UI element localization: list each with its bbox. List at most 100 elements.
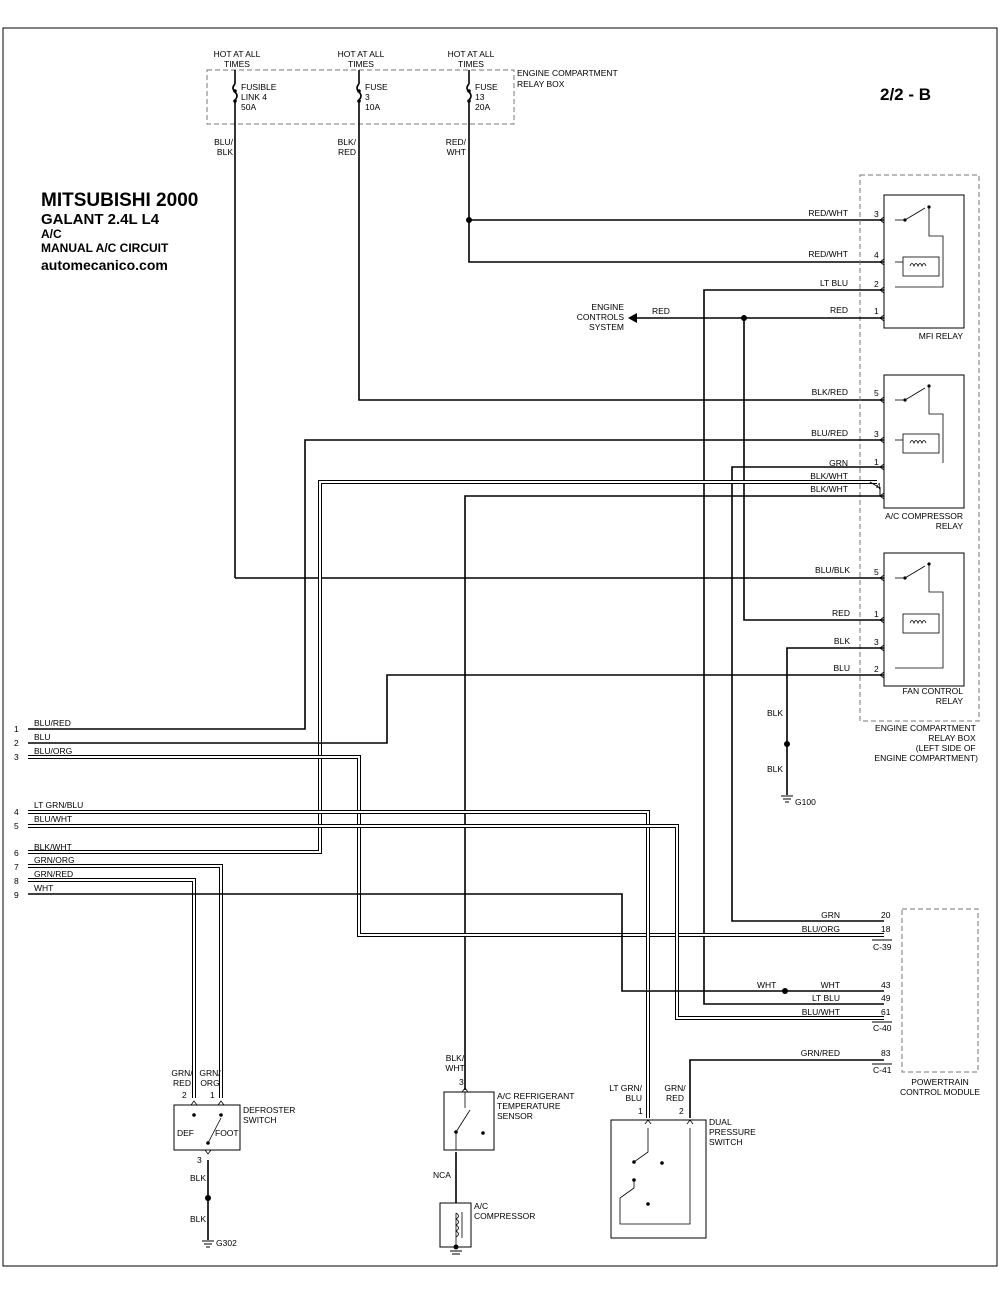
svg-text:61: 61: [881, 1007, 891, 1017]
title-circuit: MANUAL A/C CIRCUIT: [41, 241, 169, 255]
svg-text:3: 3: [874, 209, 879, 219]
svg-text:20: 20: [881, 910, 891, 920]
svg-text:GRN/RED: GRN/RED: [34, 869, 73, 879]
svg-text:49: 49: [881, 993, 891, 1003]
svg-text:2: 2: [874, 279, 879, 289]
svg-text:LT GRN/BLU: LT GRN/BLU: [34, 800, 83, 810]
svg-text:BLK: BLK: [190, 1173, 206, 1183]
diagram-frame: [2, 27, 998, 1267]
svg-text:BLU/ORG: BLU/ORG: [802, 924, 840, 934]
svg-text:RED: RED: [832, 608, 850, 618]
svg-text:1: 1: [210, 1090, 215, 1100]
svg-text:4: 4: [876, 481, 881, 491]
svg-text:RED/WHT: RED/WHT: [446, 137, 467, 157]
svg-text:3: 3: [874, 637, 879, 647]
top-relay-box-outline: [206, 69, 515, 125]
svg-text:BLK/WHT: BLK/WHT: [34, 842, 72, 852]
svg-text:GRN/ORG: GRN/ORG: [199, 1068, 221, 1088]
svg-text:C-39: C-39: [873, 942, 892, 952]
svg-text:1: 1: [874, 609, 879, 619]
svg-text:1: 1: [874, 457, 879, 467]
svg-text:LT GRN/BLU: LT GRN/BLU: [609, 1083, 642, 1103]
svg-text:GRN/RED: GRN/RED: [664, 1083, 686, 1103]
svg-text:G302: G302: [216, 1238, 237, 1248]
svg-text:MFI RELAY: MFI RELAY: [919, 331, 964, 341]
svg-text:BLK: BLK: [767, 708, 783, 718]
svg-text:C-40: C-40: [873, 1023, 892, 1033]
svg-text:WHT: WHT: [34, 883, 53, 893]
svg-text:BLU/WHT: BLU/WHT: [802, 1007, 840, 1017]
svg-text:GRN/RED: GRN/RED: [801, 1048, 840, 1058]
title-system: A/C: [41, 227, 62, 241]
svg-text:3: 3: [459, 1077, 464, 1087]
svg-text:BLK: BLK: [767, 764, 783, 774]
svg-text:RED: RED: [652, 306, 670, 316]
ground-g100: BLK BLK G100: [767, 708, 816, 807]
svg-text:BLK/WHT: BLK/WHT: [810, 484, 848, 494]
svg-text:BLU: BLU: [34, 732, 51, 742]
svg-text:BLU: BLU: [833, 663, 850, 673]
svg-text:BLK/WHT: BLK/WHT: [810, 471, 848, 481]
svg-text:8: 8: [14, 876, 19, 886]
side-relay-box-outline: [859, 174, 980, 722]
svg-text:RED/WHT: RED/WHT: [808, 208, 848, 218]
svg-text:GRN/ORG: GRN/ORG: [34, 855, 75, 865]
title-make-year: MITSUBISHI 2000: [41, 190, 198, 211]
svg-text:2: 2: [679, 1106, 684, 1116]
svg-text:BLK/WHT: BLK/WHT: [445, 1053, 465, 1073]
svg-text:5: 5: [14, 821, 19, 831]
svg-text:4: 4: [14, 807, 19, 817]
svg-text:1: 1: [14, 724, 19, 734]
svg-text:5: 5: [874, 388, 879, 398]
svg-text:3: 3: [874, 429, 879, 439]
svg-text:2: 2: [14, 738, 19, 748]
svg-text:RED/WHT: RED/WHT: [808, 249, 848, 259]
svg-text:83: 83: [881, 1048, 891, 1058]
svg-text:C-41: C-41: [873, 1065, 892, 1075]
svg-text:43: 43: [881, 980, 891, 990]
svg-text:BLK: BLK: [190, 1214, 206, 1224]
svg-text:G100: G100: [795, 797, 816, 807]
svg-text:GRN/RED: GRN/RED: [171, 1068, 193, 1088]
svg-text:3: 3: [197, 1155, 202, 1165]
terminal-marks: [190, 216, 885, 1155]
svg-text:BLU/BLK: BLU/BLK: [214, 137, 234, 157]
svg-text:RED: RED: [830, 305, 848, 315]
svg-text:18: 18: [881, 924, 891, 934]
svg-text:FOOT: FOOT: [215, 1128, 239, 1138]
side-relay-box-label: ENGINE COMPARTMENT RELAY BOX (LEFT SIDE …: [874, 723, 978, 763]
svg-text:BLK: BLK: [834, 636, 850, 646]
wires: [28, 289, 884, 1240]
svg-text:LT BLU: LT BLU: [820, 278, 848, 288]
svg-text:BLU/BLK: BLU/BLK: [815, 565, 850, 575]
svg-text:GRN: GRN: [821, 910, 840, 920]
svg-text:BLU/ORG: BLU/ORG: [34, 746, 72, 756]
svg-text:3: 3: [14, 752, 19, 762]
svg-text:1: 1: [638, 1106, 643, 1116]
svg-text:GRN: GRN: [829, 458, 848, 468]
svg-text:5: 5: [874, 567, 879, 577]
svg-text:1: 1: [874, 306, 879, 316]
svg-text:9: 9: [14, 890, 19, 900]
svg-text:BLU/RED: BLU/RED: [811, 428, 848, 438]
